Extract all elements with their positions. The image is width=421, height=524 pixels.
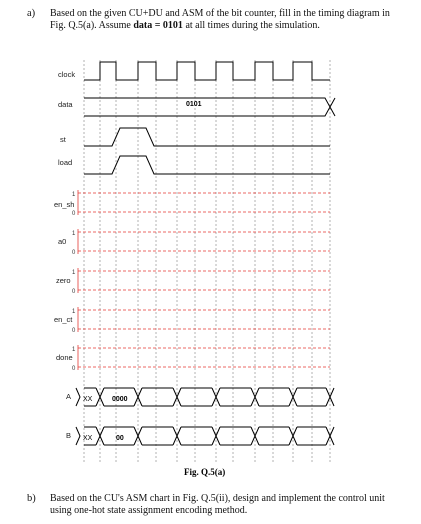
A-first-value: 0000 [112,396,128,403]
bus-transition [211,387,221,407]
bus-segment [104,426,134,446]
bus-transition [95,387,105,407]
level-high-mark: 1 [72,192,76,198]
level-high-mark: 1 [72,231,76,237]
signal-label-clock: clock [58,70,75,79]
question-a-text-end: at all times during the simulation. [182,20,320,31]
bus-segment [220,426,251,446]
question-a-data-value: data = 0101 [133,20,183,31]
bus-transition [250,387,260,407]
bus-transition [250,426,260,446]
figure-caption: Fig. Q.5(a) [184,467,225,477]
level-high-mark: 1 [72,347,76,353]
bus-segment [259,426,289,446]
bus-segment [297,426,326,446]
signal-label-load: load [58,158,72,167]
question-a-text: Based on the given CU+DU and ASM of the … [50,8,405,32]
signal-label-a0: a0 [58,237,66,246]
bus-transition [95,426,105,446]
bus-transition [288,387,298,407]
st-waveform [84,127,330,147]
blank-signal-templates: 1 0 1 0 1 0 1 0 1 0 [72,190,330,372]
bus-transition [325,426,335,446]
data-value-label: 0101 [186,101,202,108]
question-b-label: b) [27,493,36,504]
register-A-bus [75,387,335,407]
signal-label-A: A [66,392,71,401]
signal-label-st: st [60,135,67,144]
question-a-label: a) [27,8,36,19]
bus-transition [172,426,182,446]
signal-label-en-ct: en_ct [54,315,73,324]
signal-label-en-sh: en_sh [54,200,74,209]
bus-segment [181,387,212,407]
bus-segment [104,387,134,407]
level-low-mark: 0 [72,366,76,372]
signal-label-zero: zero [56,276,71,285]
bus-segment [297,387,326,407]
bus-transition [172,387,182,407]
bus-transition [325,387,335,407]
B-initial-value: XX [83,435,93,442]
level-low-mark: 0 [72,328,76,334]
bus-segment [181,426,212,446]
bus-transition [288,426,298,446]
bus-segment [142,387,173,407]
bus-start [75,426,81,446]
bus-transition [133,426,143,446]
level-low-mark: 0 [72,250,76,256]
bus-segment [142,426,173,446]
bus-transition [211,426,221,446]
signal-label-done: done [56,353,73,362]
level-high-mark: 1 [72,309,76,315]
bus-start [75,387,81,407]
level-low-mark: 0 [72,289,76,295]
register-B-bus [75,426,335,446]
clock-waveform [84,61,330,81]
clock-edge-guides [83,60,331,462]
bus-transition [133,387,143,407]
level-low-mark: 0 [72,211,76,217]
signal-label-data: data [58,100,73,109]
signal-label-B: B [66,431,71,440]
level-high-mark: 1 [72,270,76,276]
bus-segment [84,426,96,446]
question-a-text-start: Based on the given CU+DU and ASM of the … [50,8,390,31]
A-initial-value: XX [83,396,93,403]
bus-segment [220,387,251,407]
B-first-value: 00 [116,435,124,442]
bus-segment [84,387,96,407]
question-b-text: Based on the CU's ASM chart in Fig. Q.5(… [50,493,385,516]
load-waveform [84,155,330,175]
data-bus-end-marker [329,97,336,117]
bus-segment [259,387,289,407]
